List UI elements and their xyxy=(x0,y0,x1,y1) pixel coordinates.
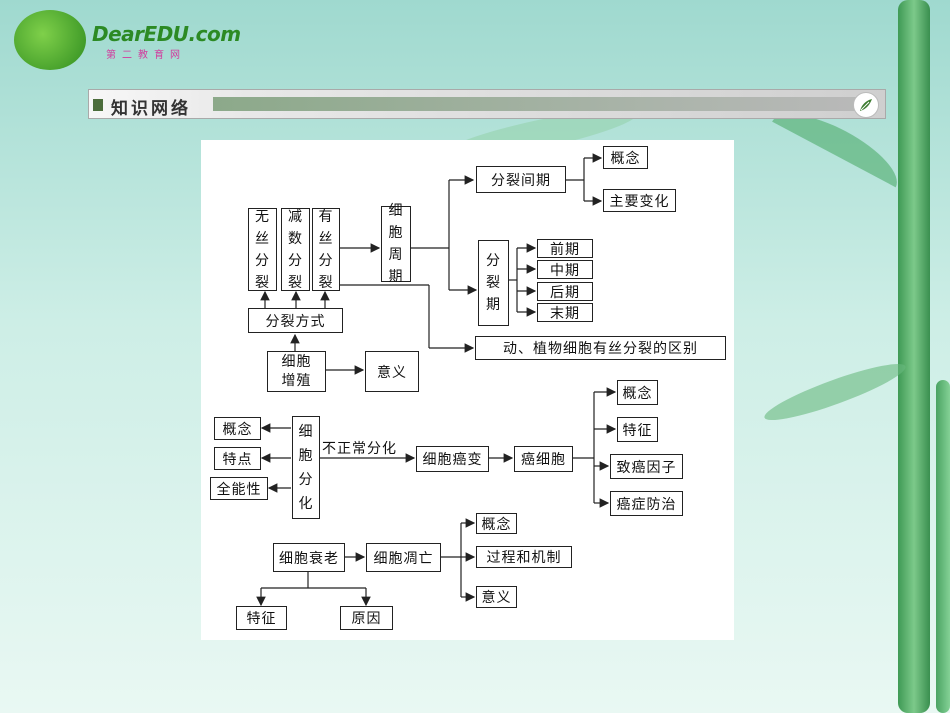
title-strip xyxy=(213,97,861,111)
box-features-2: 特征 xyxy=(236,606,287,630)
box-cancer-prevention: 癌症防治 xyxy=(610,491,683,516)
box-characteristics-1: 特点 xyxy=(214,447,261,470)
box-amitosis: 无丝分裂 xyxy=(248,208,277,291)
leaf-icon xyxy=(853,92,879,118)
logo-text: DearEDU.com xyxy=(92,22,241,46)
bamboo-leaf xyxy=(760,355,910,429)
box-features-1: 特征 xyxy=(617,417,658,442)
box-anaphase: 后期 xyxy=(537,282,593,301)
box-interphase: 分裂间期 xyxy=(476,166,566,193)
box-prophase: 前期 xyxy=(537,239,593,258)
box-cell-cycle: 细胞周期 xyxy=(381,203,411,285)
box-metaphase: 中期 xyxy=(537,260,593,279)
box-carcinogenesis: 细胞癌变 xyxy=(416,446,489,472)
box-cell-aging: 细胞衰老 xyxy=(273,543,345,572)
bamboo-stalk-far-right xyxy=(936,380,950,713)
box-concept-2: 概念 xyxy=(214,417,261,440)
section-title: 知识网络 xyxy=(111,99,191,119)
box-mitosis: 有丝分裂 xyxy=(312,208,340,291)
box-causes: 原因 xyxy=(340,606,393,630)
bamboo-stalk-right xyxy=(898,0,930,713)
box-telophase: 末期 xyxy=(537,303,593,322)
box-division-phase: 分裂期 xyxy=(478,240,509,326)
box-plant-animal-difference: 动、植物细胞有丝分裂的区别 xyxy=(475,336,726,360)
box-apoptosis: 细胞凋亡 xyxy=(366,543,441,572)
label-abnormal-differentiation: 不正常分化 xyxy=(322,441,397,457)
box-process-mechanism: 过程和机制 xyxy=(476,546,572,568)
box-main-changes: 主要变化 xyxy=(603,189,676,212)
box-significance-2: 意义 xyxy=(476,586,517,608)
concept-map-panel: 无丝分裂 减数分裂 有丝分裂 细胞周期 分裂间期 概念 主要变化 分裂期 前期 … xyxy=(201,140,734,640)
box-carcinogens: 致癌因子 xyxy=(610,454,683,479)
box-cell-differentiation: 细胞分化 xyxy=(292,416,320,519)
box-meiosis: 减数分裂 xyxy=(281,208,310,291)
logo-emblem-icon xyxy=(14,10,86,70)
box-concept-3: 概念 xyxy=(617,380,658,405)
logo-subtitle: 第二教育网 xyxy=(106,50,186,61)
title-bullet-icon xyxy=(93,99,103,111)
box-division-modes: 分裂方式 xyxy=(248,308,343,333)
box-significance-1: 意义 xyxy=(365,351,419,392)
box-concept-1: 概念 xyxy=(603,146,648,169)
section-title-bar: 知识网络 xyxy=(88,89,886,119)
connector-lines xyxy=(256,153,617,607)
box-cell-proliferation: 细胞增殖 xyxy=(267,351,326,392)
box-concept-4: 概念 xyxy=(476,513,517,534)
site-logo[interactable]: DearEDU.com 第二教育网 xyxy=(14,10,241,70)
box-cancer-cell: 癌细胞 xyxy=(514,446,573,472)
box-totipotency: 全能性 xyxy=(210,477,268,500)
